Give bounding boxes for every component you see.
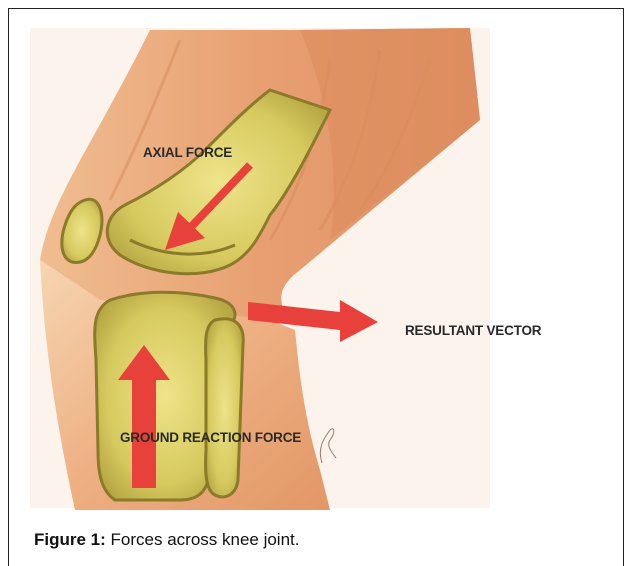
caption-prefix: Figure 1: <box>34 530 106 549</box>
figure-caption: Figure 1: Forces across knee joint. <box>34 530 300 550</box>
ground-reaction-force-label: GROUND REACTION FORCE <box>120 430 301 445</box>
fibula <box>206 319 244 497</box>
caption-text: Forces across knee joint. <box>106 530 300 549</box>
axial-force-label: AXIAL FORCE <box>143 145 232 160</box>
artist-signature-icon <box>312 418 342 468</box>
resultant-vector-label: RESULTANT VECTOR <box>405 323 541 338</box>
